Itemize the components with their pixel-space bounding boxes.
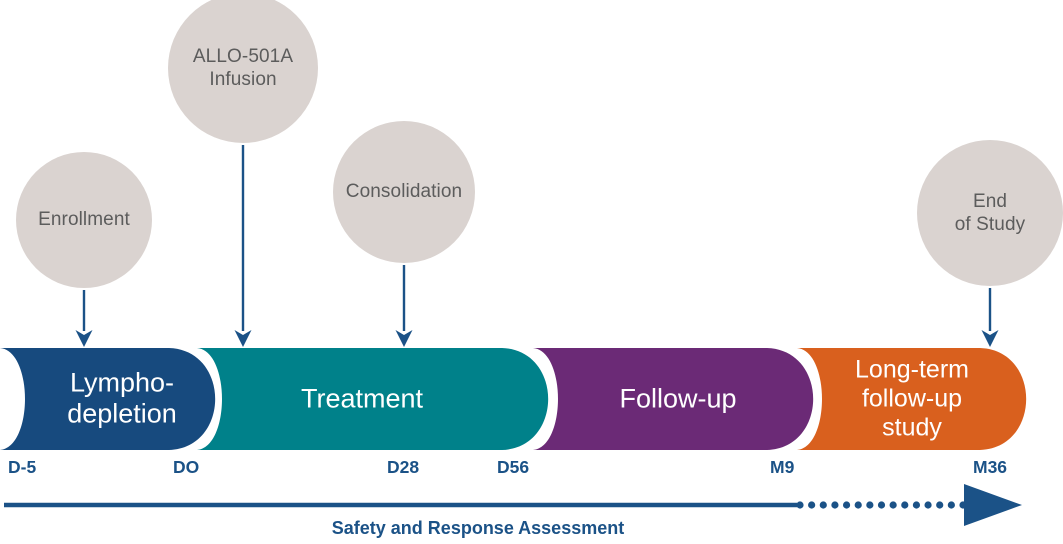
phase-bar-longterm[interactable] — [797, 348, 1027, 450]
assessment-dot — [854, 501, 862, 509]
callout-enrollment[interactable]: Enrollment — [16, 152, 152, 288]
assessment-dot — [889, 501, 897, 509]
assessment-dot — [901, 501, 909, 509]
phase-bar-lymphodepletion[interactable] — [0, 348, 216, 450]
end-of-study-connector-arrowhead — [981, 330, 999, 347]
assessment-dot — [947, 501, 955, 509]
callout-consolidation[interactable]: Consolidation — [333, 121, 475, 263]
assessment-dot — [936, 501, 944, 509]
assessment-dot — [796, 501, 804, 509]
tick-d28: D28 — [387, 457, 420, 477]
tick-d56: D56 — [497, 457, 530, 477]
assessment-dot — [819, 501, 827, 509]
phase-bar-followup[interactable] — [533, 348, 814, 450]
callout-label-infusion: ALLO-501A Infusion — [192, 45, 294, 90]
assessment-dot — [808, 501, 816, 509]
phase-bar-treatment[interactable] — [197, 348, 549, 450]
enrollment-connector-arrowhead — [75, 330, 93, 347]
callout-label-consolidation: Consolidation — [345, 181, 463, 203]
callout-end-of-study[interactable]: End of Study — [917, 140, 1063, 286]
callout-infusion[interactable]: ALLO-501A Infusion — [168, 0, 318, 143]
infusion-connector-arrowhead — [234, 330, 252, 347]
tick-m9: M9 — [770, 457, 795, 477]
assessment-dot — [831, 501, 839, 509]
assessment-dot — [842, 501, 851, 509]
consolidation-connector-arrowhead — [395, 330, 413, 347]
tick-d-5: D-5 — [8, 457, 37, 477]
callout-label-enrollment: Enrollment — [38, 209, 130, 231]
assessment-arrowhead — [964, 484, 1022, 526]
tick-d0: DO — [173, 457, 200, 477]
assessment-dot — [877, 501, 886, 509]
assessment-dot — [866, 501, 874, 509]
assessment-dot — [912, 501, 921, 509]
tick-m36: M36 — [973, 457, 1008, 477]
callout-label-end-of-study: End of Study — [954, 190, 1026, 235]
assessment-dot — [924, 501, 932, 509]
assessment-caption: Safety and Response Assessment — [331, 518, 625, 538]
